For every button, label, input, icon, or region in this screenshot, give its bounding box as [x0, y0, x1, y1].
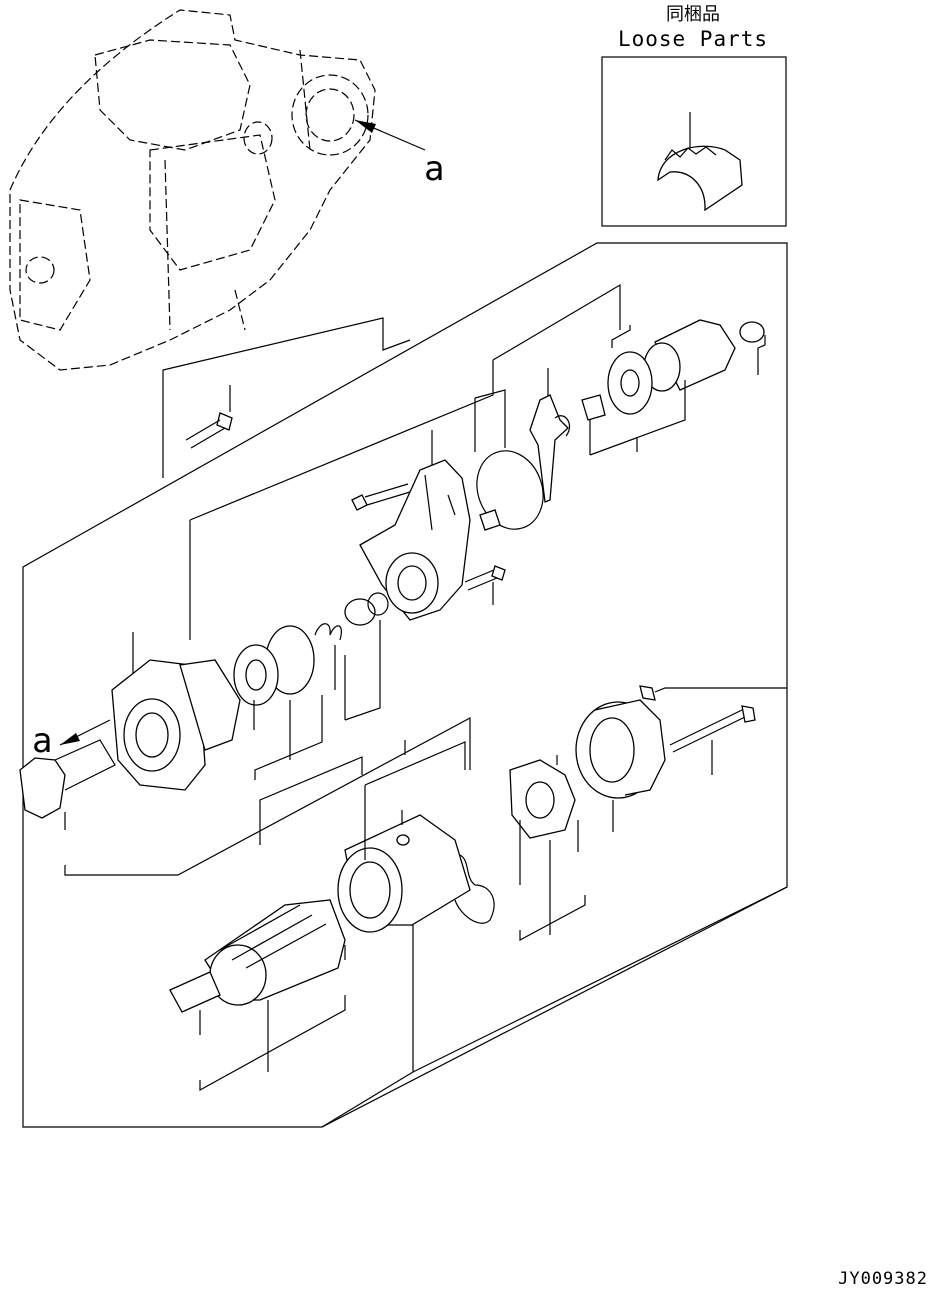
loose-parts-title-jp: 同梱品 [666, 4, 720, 25]
drive-housing [359, 430, 471, 621]
loose-parts-title-en: Loose Parts [618, 27, 768, 51]
brush-holder [509, 755, 586, 942]
shift-lever [529, 368, 571, 503]
overrunning-clutch [233, 625, 323, 780]
front-bracket [111, 632, 241, 791]
yoke-assembly [337, 740, 495, 1072]
bolt-housing-top [351, 483, 411, 511]
bolt-top-left [185, 385, 233, 449]
loose-part-cover [657, 112, 743, 212]
ref-arrow-a-left [59, 719, 111, 746]
ref-label-a-left: a [32, 721, 52, 761]
leader-solenoid-group [189, 283, 621, 640]
leader-zigzag [162, 317, 411, 478]
ref-arrow-a-top [354, 119, 426, 151]
rear-bracket [575, 699, 666, 832]
flywheel-housing [9, 9, 376, 371]
bolt-housing-right [464, 565, 506, 605]
through-bolt [669, 705, 756, 775]
spring [314, 623, 342, 690]
o-ring [474, 389, 544, 531]
armature [169, 899, 346, 1092]
drawing-number: JY009382 [838, 1269, 928, 1289]
screw-rear [639, 685, 787, 701]
terminal-cap [739, 321, 766, 375]
pinion-gear [19, 739, 116, 830]
loose-parts-box [601, 56, 787, 227]
leader-lower-left [64, 716, 471, 876]
ref-label-a-top: a [424, 149, 444, 189]
leader-bottom [321, 886, 788, 1128]
solenoid-switch [581, 319, 736, 456]
stop-collar [344, 592, 389, 721]
